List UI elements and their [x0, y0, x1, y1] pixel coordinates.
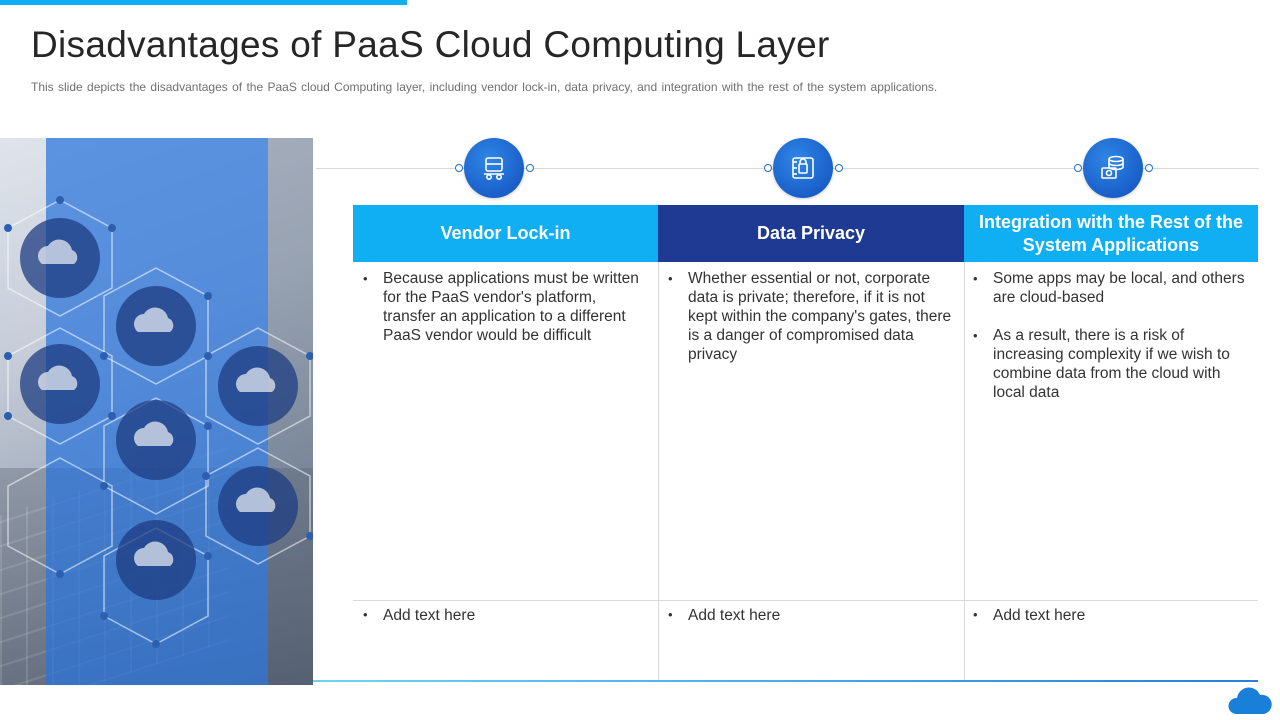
connector-dot [526, 164, 534, 172]
connector-dot [764, 164, 772, 172]
integration-node [1083, 138, 1143, 198]
cloud-logo-icon [1228, 687, 1272, 714]
vendor-lockin-node [464, 138, 524, 198]
cloud-network-image [0, 138, 313, 685]
bullet-item: Because applications must be written for… [363, 269, 653, 345]
connector-dot [1145, 164, 1153, 172]
column-header-vendor-lockin: Vendor Lock-in [353, 205, 658, 262]
row-divider [353, 600, 1258, 601]
database-gear-icon [1101, 155, 1124, 179]
data-privacy-icon [792, 157, 814, 179]
connector-dot [455, 164, 463, 172]
connector-dot [835, 164, 843, 172]
slide-subtitle: This slide depicts the disadvantages of … [31, 80, 938, 94]
top-accent-bar [0, 0, 407, 5]
add-text-placeholder[interactable]: Add text here [973, 607, 1085, 625]
add-text-placeholder[interactable]: Add text here [363, 607, 475, 625]
integration-body: Some apps may be local, and others are c… [973, 269, 1255, 421]
bottom-accent-line [313, 680, 1258, 682]
bullet-item: Whether essential or not, corporate data… [668, 269, 958, 364]
truck-icon [484, 157, 504, 180]
data-privacy-body: Whether essential or not, corporate data… [668, 269, 958, 383]
add-text-placeholder[interactable]: Add text here [668, 607, 780, 625]
column-divider [964, 262, 965, 682]
column-divider [658, 262, 659, 682]
column-header-data-privacy: Data Privacy [658, 205, 964, 262]
hexagon-network-graphic [4, 196, 313, 648]
bullet-item: As a result, there is a risk of increasi… [973, 326, 1255, 402]
bullet-item: Some apps may be local, and others are c… [973, 269, 1255, 307]
vendor-lockin-body: Because applications must be written for… [363, 269, 653, 364]
slide-title: Disadvantages of PaaS Cloud Computing La… [31, 24, 830, 65]
data-privacy-node [773, 138, 833, 198]
column-header-integration: Integration with the Rest of the System … [964, 205, 1258, 262]
connector-dot [1074, 164, 1082, 172]
